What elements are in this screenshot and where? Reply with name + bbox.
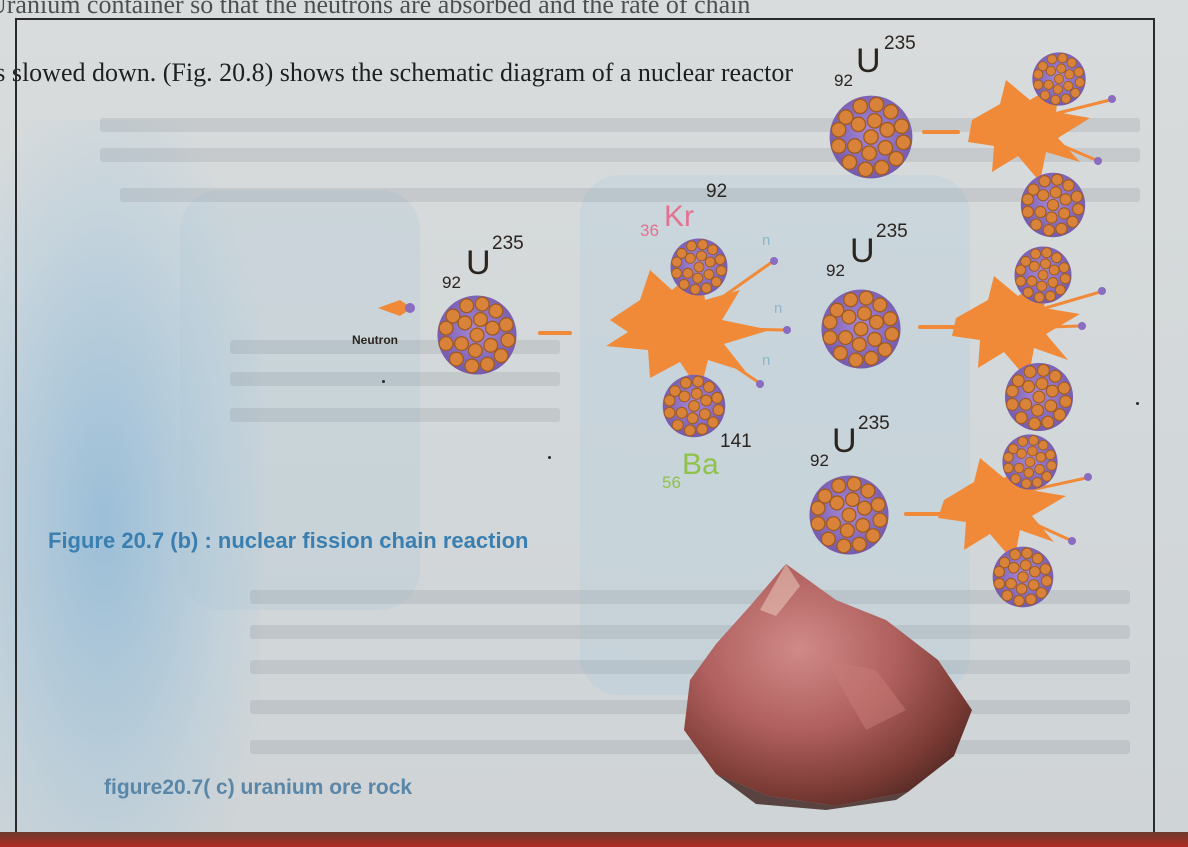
uranium-ore-rock-photo — [676, 560, 976, 810]
fragment-nucleus — [993, 547, 1054, 608]
gen2-a-atomic-number: 92 — [834, 72, 853, 89]
gen2-b-mass-number: 235 — [876, 222, 908, 241]
fragment-nucleus — [1021, 173, 1085, 237]
gen2-c-mass-number: 235 — [858, 414, 890, 433]
fragment-nucleus — [1005, 363, 1073, 431]
ba-mass-number: 141 — [720, 432, 752, 451]
parent-atomic-number: 92 — [442, 274, 461, 291]
neutron-mark-3: n — [762, 352, 770, 369]
gen2-c-symbol: U — [832, 424, 857, 458]
parent-mass-number: 235 — [492, 234, 524, 253]
fission-caption: Figure 20.7 (b) : nuclear fission chain … — [48, 528, 528, 554]
fragment-nucleus — [1002, 434, 1057, 489]
fragment-nucleus — [1032, 52, 1085, 105]
gen2-b-atomic-number: 92 — [826, 262, 845, 279]
gen2-a-mass-number: 235 — [884, 34, 916, 53]
kr-mass-number: 92 — [706, 182, 727, 201]
krypton-nucleus — [670, 238, 727, 295]
ore-caption: figure20.7( c) uranium ore rock — [104, 776, 412, 800]
barium-nucleus — [663, 375, 726, 438]
incoming-neutron — [378, 300, 415, 316]
neutron-label: Neutron — [352, 333, 398, 347]
neutron-mark-2: n — [774, 300, 782, 317]
fragment-nucleus — [1014, 246, 1071, 303]
gen2-a-symbol: U — [856, 44, 881, 78]
uranium-nucleus-gen2-b — [821, 289, 900, 368]
uranium-nucleus-gen2-c — [809, 475, 888, 554]
page-bottom-edge — [0, 832, 1188, 847]
neutron-mark-1: n — [762, 232, 770, 249]
ba-symbol: Ba — [682, 450, 719, 480]
uranium-nucleus-gen2-a — [830, 96, 913, 179]
uranium-nucleus — [437, 295, 516, 374]
parent-symbol: U — [466, 246, 491, 280]
kr-symbol: Kr — [664, 202, 694, 232]
gen2-c-atomic-number: 92 — [810, 452, 829, 469]
ba-atomic-number: 56 — [662, 474, 681, 491]
kr-atomic-number: 36 — [640, 222, 659, 239]
gen2-b-symbol: U — [850, 234, 875, 268]
